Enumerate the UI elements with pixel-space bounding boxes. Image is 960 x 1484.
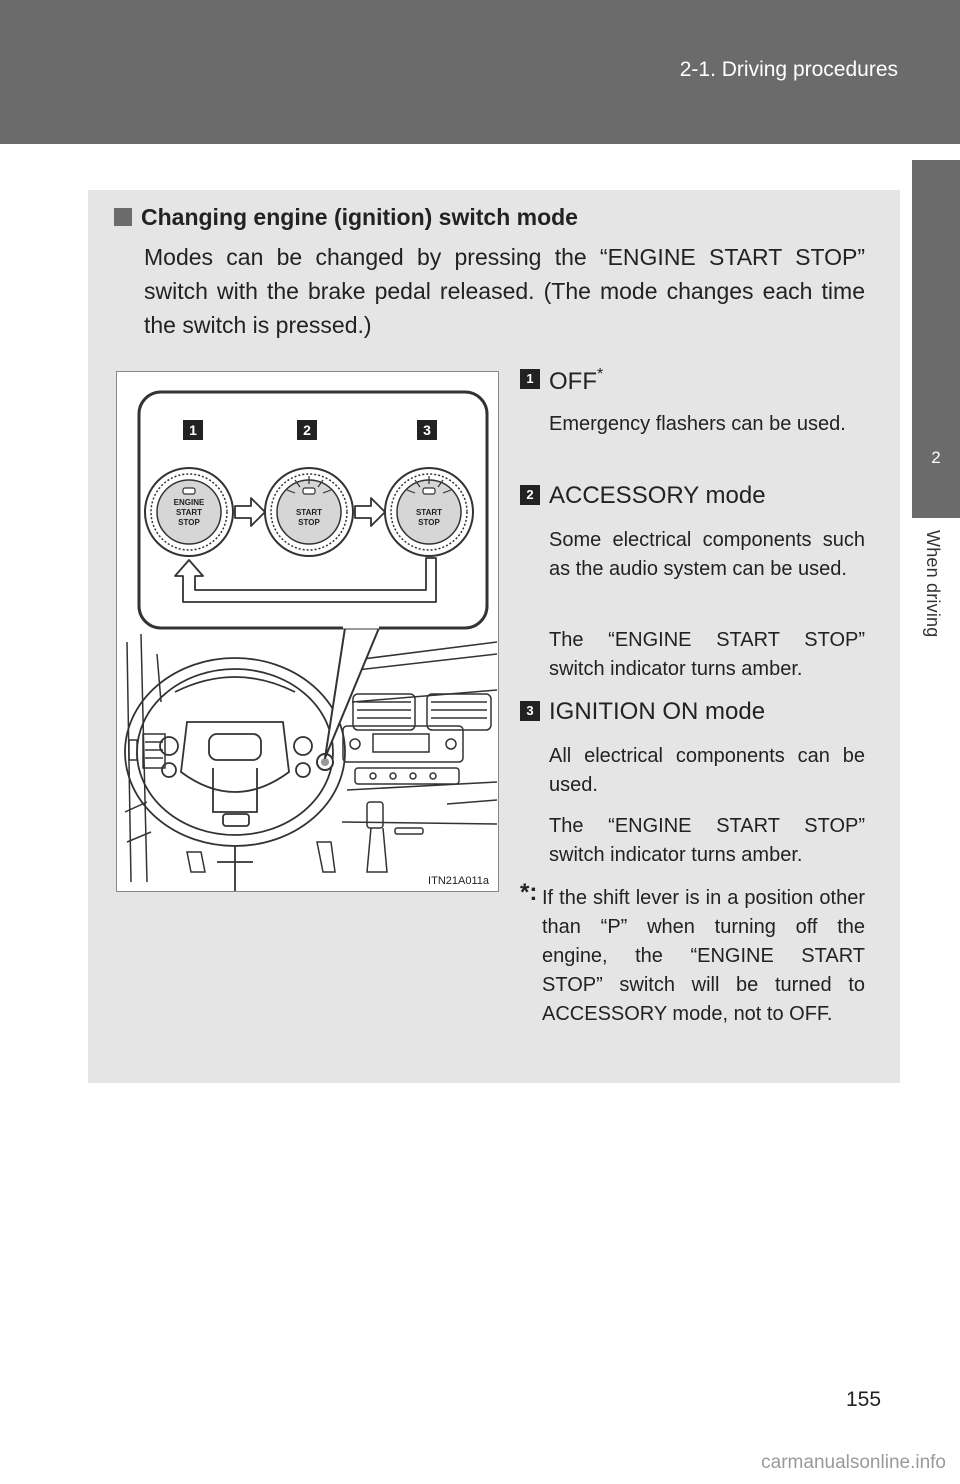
section-heading: Changing engine (ignition) switch mode [114,204,578,231]
dashboard-illustration: 1 2 3 ENGINE START STOP [124,390,498,891]
item-2-desc-2: The “ENGINE START STOP” switch indicator… [549,629,865,680]
section-heading-text: Changing engine (ignition) switch mode [141,204,578,230]
indicator-light-rays-icon [406,476,452,494]
dashboard-start-button-center [321,758,329,766]
item-3-desc-1: All electrical components can be used. [549,745,865,796]
svg-text:3: 3 [423,422,431,438]
svg-text:ENGINE: ENGINE [174,498,205,507]
item-2-title: ACCESSORY mode [549,482,766,509]
footnote-text: If the shift lever is in a position othe… [542,887,865,1025]
section-intro: Modes can be changed by pressing the “EN… [144,244,865,338]
marker-2-icon: 2 [297,420,317,440]
marker-1-icon: 1 [520,369,540,389]
marker-3-icon: 3 [520,701,540,721]
item-2-marker: 2 [520,485,540,505]
item-3-title: IGNITION ON mode [549,698,766,725]
side-tab-label-wrap: When driving [912,520,960,670]
watermark: carmanualsonline.info [761,1452,946,1473]
arrow-right-icon [234,497,266,527]
start-button-off: ENGINE START STOP [144,467,234,557]
marker-1-icon: 1 [183,420,203,440]
center-stack [128,693,492,873]
item-1-title: OFF* [549,366,604,395]
chapter-title: 2-1. Driving procedures [679,58,898,81]
page-header: 2-1. Driving procedures [0,0,960,144]
item-3-desc-2: The “ENGINE START STOP” switch indicator… [549,815,865,866]
indicator-light-rays-icon [286,476,332,494]
svg-text:START: START [416,508,442,517]
callout-pointer [324,627,380,759]
arrow-right-icon [354,497,386,527]
start-button-ignition-on: START STOP [384,467,474,557]
figure-code: ITN21A011a [428,875,490,887]
page-number: 155 [846,1388,882,1411]
side-tab-number: 2 [931,448,941,467]
item-1-marker: 1 [520,369,540,389]
svg-text:2: 2 [303,422,311,438]
square-bullet-icon [114,208,132,226]
steering-wheel [124,657,346,891]
svg-text:1: 1 [189,422,197,438]
svg-text:STOP: STOP [418,518,440,527]
item-1-desc: Emergency flashers can be used. [549,413,846,435]
illustration: 1 2 3 ENGINE START STOP [116,371,499,892]
dashboard-lines [124,633,498,883]
marker-3-icon: 3 [417,420,437,440]
svg-text:START: START [296,508,322,517]
item-1-asterisk: * [597,366,604,383]
svg-text:START: START [176,508,202,517]
marker-2-icon: 2 [520,485,540,505]
side-tab [912,160,960,518]
start-button-accessory: START STOP [264,467,354,557]
svg-text:STOP: STOP [298,518,320,527]
footnote-mark: *: [520,879,538,906]
item-3-marker: 3 [520,701,540,721]
return-arrow-icon [174,557,437,603]
side-tab-label: When driving [923,530,943,638]
svg-text:STOP: STOP [178,518,200,527]
item-2-desc-1: Some electrical components such as the a… [549,529,865,580]
